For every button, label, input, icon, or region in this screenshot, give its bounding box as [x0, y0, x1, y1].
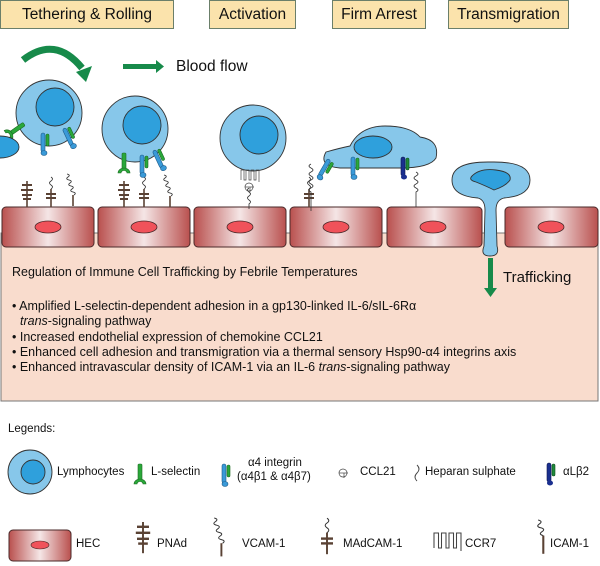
- stage-tethering-rolling: Tethering & Rolling: [0, 0, 174, 29]
- stage-label: Transmigration: [457, 6, 560, 23]
- stage-label: Activation: [218, 6, 287, 23]
- legend-icon-alb2: [546, 462, 556, 486]
- legend-icon-ccl21: [338, 468, 349, 479]
- lymphocyte-rolling: [101, 95, 170, 178]
- lymphocyte-activation: [219, 104, 287, 193]
- legend-label-alb2: αLβ2: [563, 466, 590, 478]
- legend-icon-hec: [8, 529, 72, 562]
- hec-layer: [1, 206, 599, 248]
- regulation-panel: [0, 232, 599, 402]
- vcam-1-icon: [308, 163, 314, 211]
- rolling-arrow-icon: [20, 45, 92, 82]
- bullet-italic: trans: [20, 314, 48, 328]
- bullet-text: • Amplified L-selectin-dependent adhesio…: [12, 299, 417, 313]
- legend-title: Legends:: [8, 423, 56, 435]
- lymphocyte-tethering: [3, 79, 83, 156]
- panel-title: Regulation of Immune Cell Trafficking by…: [12, 265, 358, 279]
- legend-label-madcam-1: MAdCAM-1: [343, 538, 403, 550]
- legend-label-icam-1: ICAM-1: [550, 538, 589, 550]
- stage-transmigration: Transmigration: [448, 0, 569, 29]
- lymphocyte-transmigrating: [451, 161, 531, 257]
- legend-icon-lymphocyte: [7, 449, 53, 495]
- legend-label-a4-integrin: α4 integrin: [248, 457, 302, 469]
- legend-label-lymphocytes: Lymphocytes: [57, 466, 125, 478]
- legend-label-vcam-1: VCAM-1: [242, 538, 286, 550]
- stage-label: Firm Arrest: [341, 6, 417, 23]
- panel-bullet-3: • Enhanced cell adhesion and transmigrat…: [12, 345, 517, 359]
- legend-label-pnad: PNAd: [157, 538, 188, 550]
- legend-label-ccr7: CCR7: [465, 538, 497, 550]
- trafficking-label: Trafficking: [503, 269, 572, 286]
- legend-label-ccl21: CCL21: [360, 466, 396, 478]
- lymphocyte-firm-arrest: [0, 125, 438, 183]
- blood-flow-arrow: [123, 60, 164, 73]
- legend-icon-ccr7: [433, 532, 462, 552]
- legend-icon-vcam-1: [212, 517, 226, 558]
- pnad-icon: [20, 180, 34, 208]
- legend-sublabel-a4-integrin: (α4β1 & α4β7): [237, 471, 311, 483]
- legend-icon-madcam-1: [320, 517, 334, 556]
- legend-icon-heparan-sulphate: [414, 464, 420, 482]
- legend-icon-a4-integrin: [221, 463, 231, 487]
- icam-1-icon: [413, 171, 419, 207]
- bullet-italic: trans: [318, 360, 347, 374]
- legend-icon-l-selectin: [133, 463, 147, 485]
- bullet-text: -signaling pathway: [346, 360, 450, 374]
- panel-bullet-1: • Amplified L-selectin-dependent adhesio…: [12, 299, 416, 329]
- bullet-text: • Enhanced intravascular density of ICAM…: [12, 360, 319, 374]
- stage-label: Tethering & Rolling: [21, 6, 153, 23]
- panel-bullet-4: • Enhanced intravascular density of ICAM…: [12, 360, 450, 375]
- panel-bullet-2: • Increased endothelial expression of ch…: [12, 330, 323, 344]
- legend-label-hec: HEC: [76, 538, 101, 550]
- blood-flow-label: Blood flow: [176, 58, 248, 75]
- vcam-1-icon: [65, 173, 77, 207]
- trafficking-arrow: [484, 258, 497, 297]
- legend-label-l-selectin: L-selectin: [151, 466, 201, 478]
- legend-icon-pnad: [134, 521, 152, 555]
- bullet-text: -signaling pathway: [47, 314, 152, 328]
- madcam-1-icon: [138, 176, 150, 208]
- vcam-1-icon: [162, 174, 174, 208]
- legend-icon-icam-1: [536, 518, 545, 555]
- stage-activation: Activation: [209, 0, 296, 29]
- madcam-1-icon: [45, 176, 57, 208]
- legend-label-heparan-sulphate: Heparan sulphate: [425, 466, 516, 478]
- pnad-icon: [117, 180, 131, 208]
- stage-firm-arrest: Firm Arrest: [332, 0, 426, 29]
